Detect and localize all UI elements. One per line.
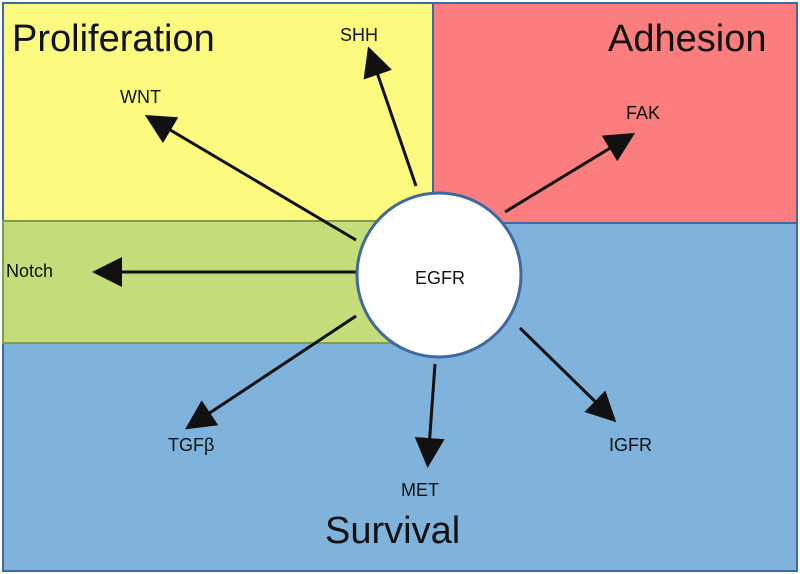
- adhesion-title: Adhesion: [608, 18, 767, 60]
- fak-label: FAK: [626, 103, 661, 123]
- proliferation-title: Proliferation: [12, 18, 215, 60]
- arrow-to-shh: [363, 46, 418, 187]
- arrow-to-met: [414, 363, 445, 468]
- met-label: MET: [401, 480, 439, 500]
- arrow-to-tgfb: [184, 314, 357, 430]
- egfr-node: [355, 191, 523, 359]
- adhesion-region: [432, 2, 798, 224]
- proliferation-survival-overlap-region: [2, 220, 422, 344]
- arrow-to-wnt: [144, 114, 357, 242]
- wnt-label: WNT: [120, 87, 161, 107]
- arrow-to-igfr: [518, 326, 617, 423]
- survival-title: Survival: [325, 510, 461, 552]
- tgfb-label: TGFβ: [168, 435, 215, 455]
- arrow-to-fak: [504, 132, 636, 214]
- egfr-label: EGFR: [414, 268, 465, 288]
- notch-label: Notch: [6, 261, 54, 281]
- proliferation-region: [2, 2, 436, 222]
- igfr-label: IGFR: [609, 435, 652, 455]
- shh-label: SHH: [340, 25, 379, 45]
